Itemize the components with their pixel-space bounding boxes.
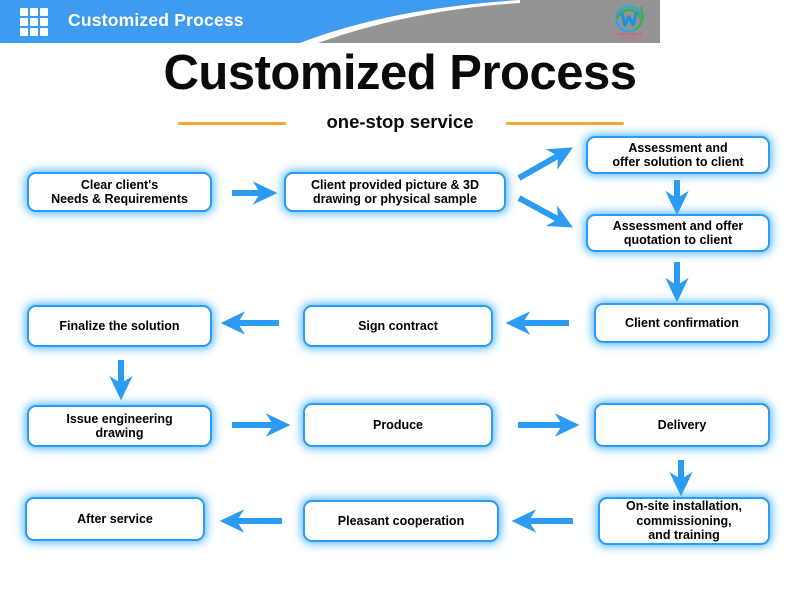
header-title: Customized Process xyxy=(68,10,244,30)
page-title: Customized Process xyxy=(163,46,638,100)
grid-cell xyxy=(30,28,38,36)
flow-node-produce[interactable]: Produce xyxy=(303,403,493,447)
grid-cell xyxy=(20,28,28,36)
flow-node-sign-contract[interactable]: Sign contract xyxy=(303,305,493,347)
arrow-picture-to-solution xyxy=(517,147,573,181)
flow-node-issue-engineering-drawing[interactable]: Issue engineering drawing xyxy=(27,405,212,447)
flow-node-assessment-offer-quotation[interactable]: Assessment and offer quotation to client xyxy=(586,214,770,252)
company-w-logo xyxy=(615,5,644,39)
subtitle-rule-left xyxy=(178,122,286,125)
flow-node-client-confirmation[interactable]: Client confirmation xyxy=(594,303,770,343)
flow-node-assessment-offer-solution[interactable]: Assessment and offer solution to client xyxy=(586,136,770,174)
grid-cell xyxy=(30,18,38,26)
flow-node-pleasant-cooperation[interactable]: Pleasant cooperation xyxy=(303,500,499,542)
grid-cell xyxy=(20,18,28,26)
grid-cell xyxy=(30,8,38,16)
arrow-picture-to-quotation xyxy=(517,195,574,228)
header-band: Customized Process xyxy=(0,0,660,43)
subtitle-text: one-stop service xyxy=(326,111,474,132)
subtitle-rule-right xyxy=(506,122,624,125)
flow-node-after-service[interactable]: After service xyxy=(25,497,205,541)
flow-node-onsite-installation[interactable]: On-site installation, commissioning, and… xyxy=(598,497,770,545)
flow-node-finalize-the-solution[interactable]: Finalize the solution xyxy=(27,305,212,347)
grid-apps-icon[interactable] xyxy=(20,8,48,36)
grid-cell xyxy=(20,8,28,16)
header-blue-shape xyxy=(0,0,520,43)
subtitle-row: one-stop service xyxy=(0,111,800,135)
grid-cell xyxy=(40,18,48,26)
flow-node-clear-client-needs[interactable]: Clear client's Needs & Requirements xyxy=(27,172,212,212)
flow-node-delivery[interactable]: Delivery xyxy=(594,403,770,447)
grid-cell xyxy=(40,28,48,36)
flow-node-client-provided-picture[interactable]: Client provided picture & 3D drawing or … xyxy=(284,172,506,212)
grid-cell xyxy=(40,8,48,16)
